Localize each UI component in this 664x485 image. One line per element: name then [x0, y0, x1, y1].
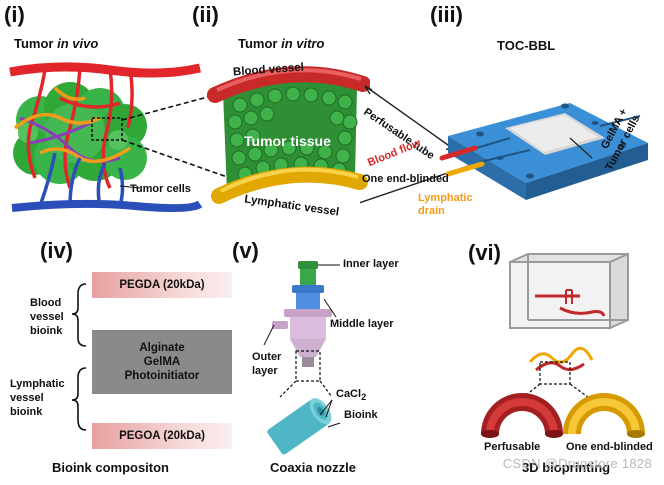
- panel-i-title: Tumor in vivo: [14, 36, 98, 51]
- nozzle-pointer-lines: [263, 264, 341, 428]
- alginate-gelma-box: Alginate GelMA Photoinitiator: [92, 330, 232, 394]
- alginate-label: Alginate: [139, 342, 185, 354]
- blood-vessel-bioink-label: Blood vessel bioink: [30, 296, 64, 338]
- panel-iii-title: TOC-BBL: [497, 38, 556, 53]
- lymphatic-vessel-tube: [211, 166, 368, 204]
- outer-line-2: layer: [252, 365, 278, 377]
- panel-i-title-italic: in vivo: [57, 36, 99, 51]
- watermark: CSDN @Drugstore 1828: [502, 456, 652, 471]
- panel-iv-number: (iv): [40, 238, 73, 263]
- one-end-blinded-label-vi: One end-blinded: [566, 441, 653, 453]
- toc-bbl-chip-illustration: [360, 85, 648, 204]
- gelma-label: GelMA: [143, 356, 181, 368]
- tumor-in-vitro-illustration: [207, 66, 370, 204]
- bioprinting-illustration: [481, 252, 645, 438]
- blood-bioink-line-3: bioink: [30, 325, 63, 337]
- bioprinting-caption: 3D bioprinting: [522, 460, 611, 475]
- panel-ii-title: Tumor in vitro: [238, 36, 324, 51]
- lymph-bioink-line-2: vessel: [10, 392, 44, 404]
- panel-ii-number: (ii): [192, 2, 219, 27]
- blood-bioink-line-1: Blood: [30, 297, 62, 309]
- coaxial-nozzle-illustration: [263, 261, 341, 455]
- panel-iii-number: (iii): [430, 2, 463, 27]
- zoom-box: [91, 117, 123, 141]
- panel-v-number: (v): [232, 238, 259, 263]
- lymphatic-tube-yellow: [445, 161, 485, 177]
- perfusable-tube-red: [439, 145, 478, 161]
- inner-layer-label: Inner layer: [343, 258, 399, 270]
- panel-i-title-prefix: Tumor: [14, 36, 58, 51]
- cacl2-label: CaCl2: [336, 388, 366, 402]
- lymphatic-drain-line-2: drain: [418, 205, 445, 217]
- blood-bioink-line-2: vessel: [30, 311, 64, 323]
- panel-ii-title-italic: in vitro: [281, 36, 325, 51]
- bioink-label: Bioink: [344, 409, 378, 421]
- coaxia-nozzle-caption: Coaxia nozzle: [270, 460, 356, 475]
- lymphatic-drain-line-1: Lymphatic: [418, 192, 473, 204]
- perfusable-torus-red: [481, 393, 563, 438]
- tumor-mass: [13, 82, 147, 184]
- one-end-blinded-torus-yellow: [563, 393, 645, 438]
- middle-layer-label: Middle layer: [330, 318, 394, 330]
- lymphatic-vessel-bioink-label: Lymphatic vessel bioink: [10, 377, 65, 419]
- blood-vessel-branches: [26, 67, 134, 189]
- panel-vi-number: (vi): [468, 240, 501, 265]
- one-end-blinded-label: One end-blinded: [362, 173, 449, 185]
- lymphatic-drain-label: Lymphatic drain: [418, 192, 473, 218]
- cacl2-text: CaCl2: [336, 388, 367, 403]
- bioink-composition-caption: Bioink compositon: [52, 460, 169, 475]
- tumor-cells-label: Tumor cells: [130, 183, 191, 195]
- pegoa-box: PEGOA (20kDa): [92, 423, 232, 449]
- lymph-bioink-line-1: Lymphatic: [10, 378, 65, 390]
- vein: [11, 199, 203, 213]
- outer-layer-label: Outer layer: [252, 350, 281, 378]
- tumor-in-vivo-illustration: [9, 62, 203, 213]
- pegda-box: PEGDA (20kDa): [92, 272, 232, 298]
- panel-i-number: (i): [4, 2, 25, 27]
- outer-line-1: Outer: [252, 351, 282, 363]
- bioink-braces: [71, 283, 87, 431]
- photoinitiator-label: Photoinitiator: [124, 370, 200, 382]
- panel-ii-title-prefix: Tumor: [238, 36, 282, 51]
- perfusable-label: Perfusable: [484, 441, 541, 453]
- lymph-bioink-line-3: bioink: [10, 406, 43, 418]
- nozzle-tip-zoom: [267, 398, 332, 455]
- blood-vessel-tube: [207, 66, 370, 103]
- tumor-tissue-label: Tumor tissue: [244, 133, 331, 149]
